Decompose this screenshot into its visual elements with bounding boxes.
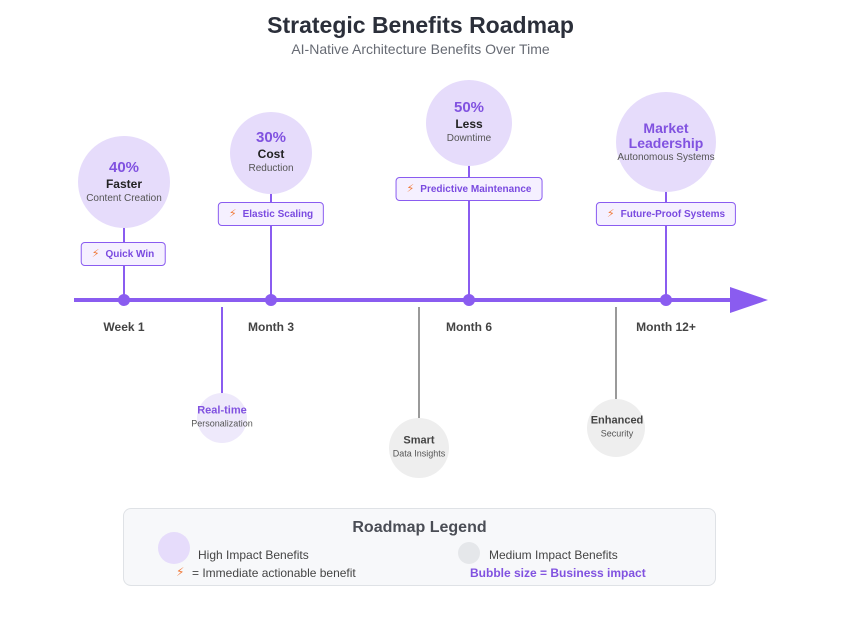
high-impact-bubble — [426, 80, 512, 166]
roadmap-legend: Roadmap Legend High Impact Benefits Medi… — [123, 508, 716, 586]
legend-title: Roadmap Legend — [352, 519, 487, 536]
milestone-dot — [463, 294, 475, 306]
arrow-right-icon — [730, 287, 768, 313]
tag-quick-win: ⚡ Quick Win — [80, 242, 166, 266]
benefit-word: Faster — [105, 176, 143, 191]
medium-impact-bubble — [587, 399, 645, 457]
benefit-desc: Security — [600, 428, 634, 439]
milestone-label-month-12: Month 12+ — [636, 320, 696, 334]
benefit-metric: 50% — [453, 99, 485, 117]
tag-label: Predictive Maintenance — [420, 184, 532, 195]
milestone-dot — [265, 294, 277, 306]
legend-bubble-note: Bubble size = Business impact — [470, 566, 646, 580]
legend-actionable-label: = Immediate actionable benefit — [192, 566, 356, 580]
milestone-dot — [660, 294, 672, 306]
high-impact-legend-swatch — [158, 532, 190, 564]
medium-impact-bubble — [389, 418, 449, 478]
tag-label: Elastic Scaling — [242, 209, 314, 220]
high-impact-bubble — [230, 112, 312, 194]
benefit-desc: Autonomous Systems — [617, 152, 715, 164]
high-impact-bubble — [616, 92, 716, 192]
benefit-bubble-leadership: Market Leadership Autonomous Systems — [617, 119, 715, 164]
tag-label: Quick Win — [105, 249, 155, 260]
benefit-bubble-security: Enhanced Security — [591, 415, 644, 440]
tag-elastic-scaling: ⚡ Elastic Scaling — [217, 202, 325, 226]
benefit-desc: Data Insights — [392, 448, 446, 459]
benefit-bubble-cost: 30% Cost Reduction — [248, 130, 293, 174]
lightning-bolt-icon: ⚡ — [176, 565, 185, 579]
lightning-bolt-icon: ⚡ — [228, 208, 237, 220]
benefit-metric: 40% — [108, 159, 140, 177]
legend-high-label: High Impact Benefits — [198, 548, 309, 562]
benefit-metric-line2: Leadership — [628, 134, 704, 151]
page-title: Strategic Benefits Roadmap — [267, 12, 574, 38]
benefit-bubble-personalization: Real-time Personalization — [191, 405, 253, 430]
benefit-bubble-downtime: 50% Less Downtime — [447, 100, 491, 144]
benefit-desc: Downtime — [446, 132, 492, 144]
medium-impact-legend-swatch — [458, 542, 480, 564]
legend-medium-label: Medium Impact Benefits — [489, 548, 618, 562]
benefit-metric: 30% — [255, 129, 287, 147]
benefit-desc: Reduction — [248, 162, 294, 174]
high-impact-bubble — [78, 136, 170, 228]
benefit-word: Cost — [257, 146, 285, 161]
tag-future-proof: ⚡ Future-Proof Systems — [595, 202, 737, 226]
page-subtitle: AI-Native Architecture Benefits Over Tim… — [291, 41, 550, 57]
tag-label: Future-Proof Systems — [620, 209, 726, 220]
milestone-label-month-6: Month 6 — [446, 320, 492, 334]
benefit-desc: Content Creation — [86, 192, 162, 204]
benefit-bubble-insights: Smart Data Insights — [393, 435, 446, 460]
tag-predictive-maintenance: ⚡ Predictive Maintenance — [395, 177, 543, 201]
lightning-bolt-icon: ⚡ — [606, 208, 615, 220]
lightning-bolt-icon: ⚡ — [91, 248, 100, 260]
milestone-dot — [118, 294, 130, 306]
benefit-word: Less — [455, 116, 483, 131]
milestone-label-week-1: Week 1 — [103, 320, 145, 334]
medium-impact-bubble — [197, 393, 247, 443]
benefit-bubble-faster: 40% Faster Content Creation — [86, 160, 162, 204]
benefit-title: Real-time — [197, 404, 247, 417]
benefit-title: Enhanced — [590, 414, 644, 427]
benefit-metric-line1: Market — [643, 119, 689, 136]
milestone-label-month-3: Month 3 — [248, 320, 294, 334]
benefit-desc: Personalization — [191, 418, 253, 429]
lightning-bolt-icon: ⚡ — [406, 183, 415, 195]
benefit-title: Smart — [403, 434, 435, 447]
